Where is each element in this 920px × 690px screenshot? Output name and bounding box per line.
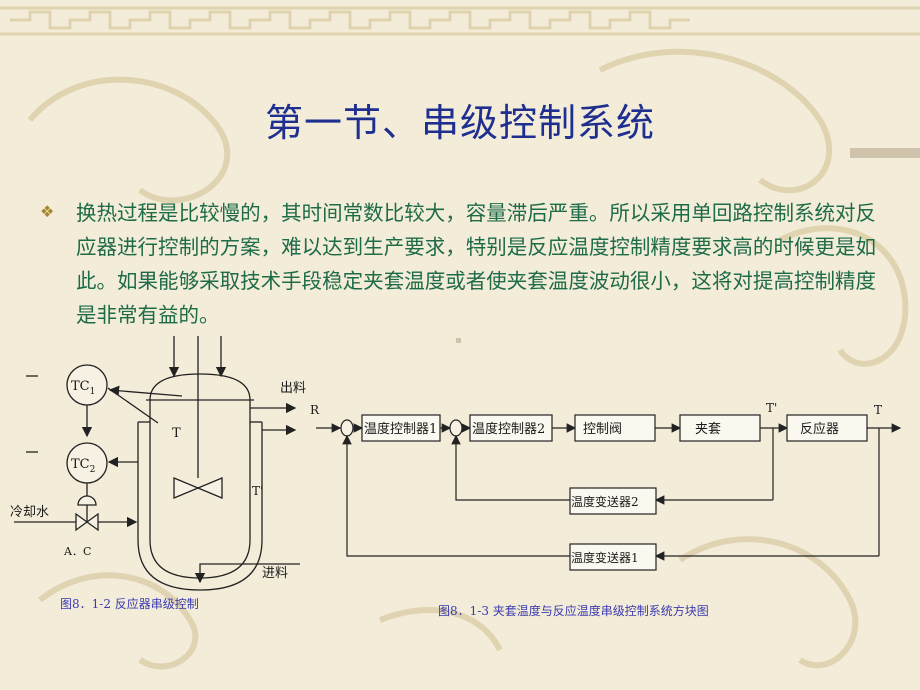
block-transmitter-2-label: 温度变送器2 xyxy=(571,494,639,509)
reactor-labels: TC1 TC2 T T' 出料 进料 冷却水 A．C 图8．1-2 反应器串级控… xyxy=(10,379,306,611)
reactor-temp-label: T xyxy=(172,426,181,441)
block-controller-1 xyxy=(361,414,441,442)
inlet-label: 进料 xyxy=(262,566,288,581)
valve-type-label: A．C xyxy=(63,545,91,558)
block-labels: R 温度控制器1 温度控制器2 控制阀 夹套 反应器 温度变送器2 温度变送器1… xyxy=(310,401,882,618)
block-reactor-label: 反应器 xyxy=(800,421,839,437)
coolant-label: 冷却水 xyxy=(10,505,49,520)
outlet-label: 出料 xyxy=(280,381,306,396)
block-controller-2-label: 温度控制器2 xyxy=(472,421,545,437)
bullet-text: 换热过程是比较慢的，其时间常数比较大，容量滞后严重。所以采用单回路控制系统对反应… xyxy=(76,201,876,327)
diamond-bullet-icon: ❖ xyxy=(40,202,55,221)
tc1-label: TC1 xyxy=(71,379,95,397)
slide-title: 第一节、串级控制系统 xyxy=(264,101,655,145)
block-diagram xyxy=(316,414,902,571)
bullet-paragraph: ❖ 换热过程是比较慢的，其时间常数比较大，容量滞后严重。所以采用单回路控制系统对… xyxy=(40,196,880,332)
block-reactor xyxy=(786,414,868,442)
reactor-caption: 图8．1-2 反应器串级控制 xyxy=(60,596,199,611)
block-control-valve xyxy=(574,414,656,442)
control-diagrams: TC1 TC2 T T' 出料 进料 冷却水 A．C 图8．1-2 反应器串级控… xyxy=(10,336,902,618)
tc2-label: TC2 xyxy=(71,457,95,475)
block-controller-1-label: 温度控制器1 xyxy=(364,421,437,437)
block-control-valve-label: 控制阀 xyxy=(583,422,622,437)
block-jacket-label: 夹套 xyxy=(695,421,721,437)
jacket-signal-label: T' xyxy=(766,401,777,415)
block-transmitter-2 xyxy=(569,487,657,515)
block-transmitter-1 xyxy=(569,543,657,571)
input-r-label: R xyxy=(310,403,320,417)
block-transmitter-1-label: 温度变送器1 xyxy=(571,550,639,565)
output-t-label: T xyxy=(874,403,882,417)
block-caption: 图8．1-3 夹套温度与反应温度串级控制系统方块图 xyxy=(438,603,709,618)
jacket-temp-label: T' xyxy=(252,484,263,498)
reactor-schematic xyxy=(14,336,300,591)
